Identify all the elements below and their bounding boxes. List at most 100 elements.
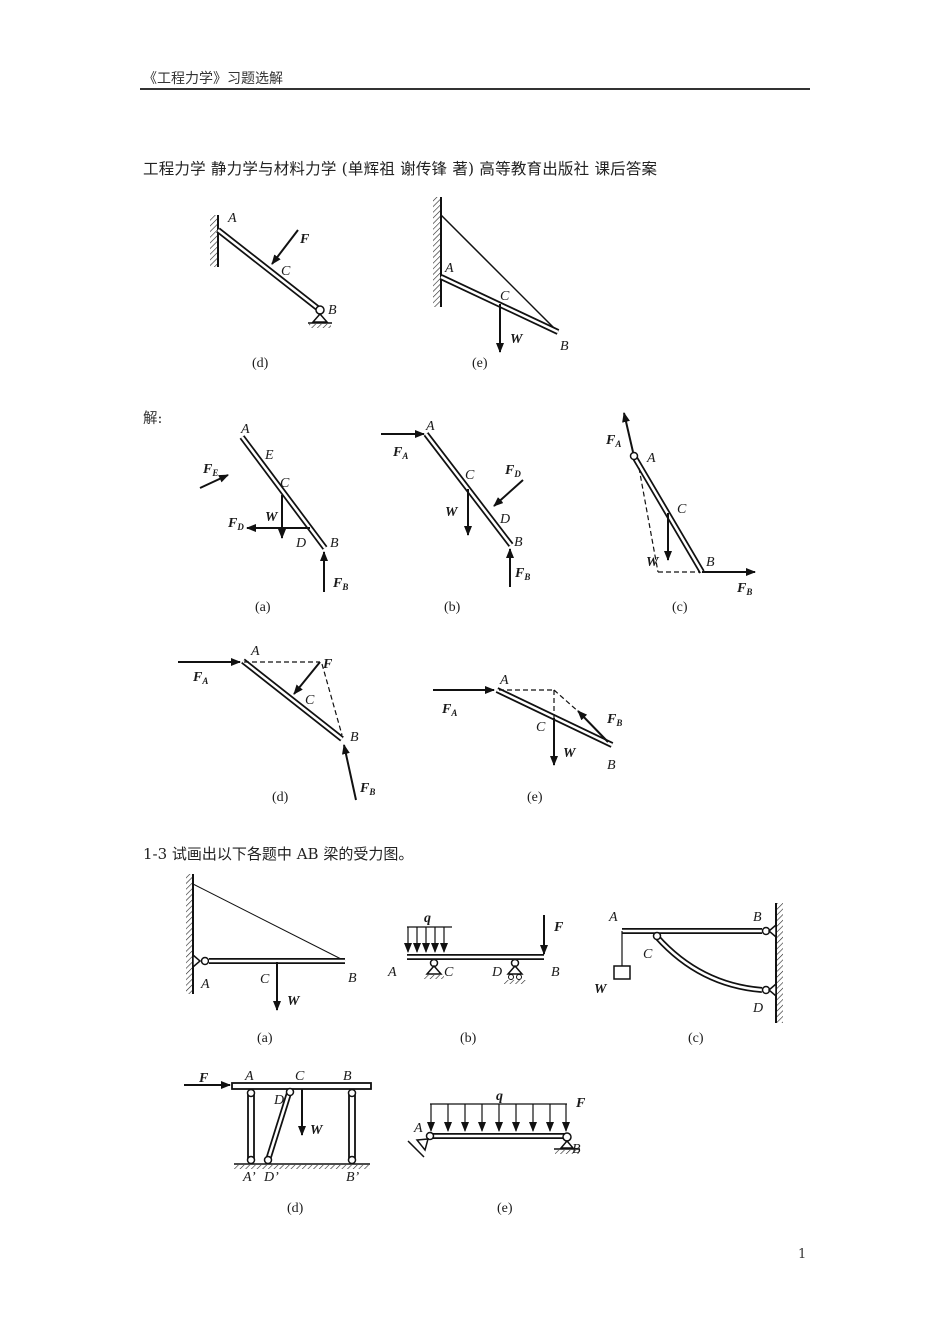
top-figure-d: A F C B (d)	[210, 211, 337, 371]
svg-text:FA: FA	[441, 702, 457, 718]
svg-text:FA: FA	[605, 433, 621, 449]
svg-text:q: q	[424, 911, 431, 926]
svg-text:A: A	[240, 422, 250, 437]
svg-text:A: A	[387, 965, 397, 980]
svg-text:B: B	[330, 536, 339, 551]
svg-text:(a): (a)	[257, 1031, 273, 1046]
svg-text:W: W	[646, 555, 660, 570]
solution-figure-d: A F FA C B FB (d)	[178, 644, 375, 805]
running-header: 《工程力学》习题选解	[143, 71, 283, 87]
svg-text:D: D	[491, 965, 502, 980]
svg-text:F: F	[198, 1071, 209, 1086]
svg-text:B: B	[328, 303, 337, 318]
svg-text:B: B	[753, 910, 762, 925]
svg-text:A’: A’	[242, 1170, 256, 1185]
svg-text:(c): (c)	[672, 600, 688, 615]
svg-text:F: F	[553, 920, 564, 935]
solution-figure-e: A FA C FB W B (e)	[433, 673, 622, 805]
svg-text:FA: FA	[392, 445, 408, 461]
svg-text:W: W	[445, 505, 459, 520]
solution-label: 解:	[143, 411, 163, 427]
svg-text:FD: FD	[227, 516, 244, 532]
svg-text:C: C	[465, 468, 475, 483]
svg-text:FB: FB	[514, 566, 530, 582]
svg-text:(b): (b)	[444, 600, 461, 615]
svg-text:(d): (d)	[252, 356, 269, 371]
header-divider	[140, 88, 810, 90]
svg-text:B: B	[706, 555, 715, 570]
svg-text:B: B	[348, 971, 357, 986]
svg-text:C: C	[444, 965, 454, 980]
svg-text:B: B	[560, 339, 569, 354]
svg-text:C: C	[295, 1069, 305, 1084]
svg-text:A: A	[250, 644, 260, 659]
svg-text:q: q	[496, 1089, 503, 1104]
problem-figure-b: q F A C D B (b)	[387, 911, 564, 1046]
svg-text:FB: FB	[359, 781, 375, 797]
svg-text:W: W	[265, 510, 279, 525]
svg-text:W: W	[594, 982, 608, 997]
document-title: 工程力学 静力学与材料力学 (单辉祖 谢传锋 著) 高等教育出版社 课后答案	[143, 160, 658, 178]
svg-text:C: C	[305, 693, 315, 708]
svg-text:C: C	[281, 264, 291, 279]
svg-text:D: D	[752, 1001, 763, 1016]
svg-text:B: B	[350, 730, 359, 745]
svg-text:C: C	[536, 720, 546, 735]
svg-text:C: C	[260, 972, 270, 987]
svg-text:C: C	[280, 476, 290, 491]
solution-figure-c: FA A C W B FB (c)	[605, 412, 756, 615]
solution-figure-a: A E C FE W FD D B FB (a)	[199, 422, 348, 615]
svg-text:FB: FB	[332, 576, 348, 592]
svg-text:A: A	[227, 211, 237, 226]
problem-1-3-heading: 1-3 试画出以下各题中 AB 梁的受力图。	[143, 845, 414, 863]
svg-text:W: W	[510, 332, 524, 347]
svg-text:(d): (d)	[272, 790, 289, 805]
svg-text:FB: FB	[606, 712, 622, 728]
solution-figure-b: A FA C FD W D B FB (b)	[381, 419, 530, 615]
problem-figure-c: A B C W D (c)	[594, 903, 783, 1046]
svg-text:A: A	[200, 977, 210, 992]
svg-text:C: C	[677, 502, 687, 517]
svg-text:D: D	[499, 512, 510, 527]
problem-figure-a: A C W B (a)	[186, 874, 357, 1046]
problem-figure-d: F A C B D W A’ D’ B’ (d)	[184, 1069, 372, 1216]
svg-text:B: B	[607, 758, 616, 773]
svg-text:B: B	[343, 1069, 352, 1084]
svg-text:B’: B’	[346, 1170, 360, 1185]
svg-text:D: D	[295, 536, 306, 551]
svg-text:(c): (c)	[688, 1031, 704, 1046]
svg-text:(a): (a)	[255, 600, 271, 615]
svg-text:FA: FA	[192, 670, 208, 686]
svg-text:E: E	[264, 448, 274, 463]
svg-text:(e): (e)	[472, 356, 488, 371]
svg-text:C: C	[500, 289, 510, 304]
svg-text:(e): (e)	[527, 790, 543, 805]
svg-text:A: A	[413, 1121, 423, 1136]
svg-text:C: C	[643, 947, 653, 962]
svg-text:A: A	[444, 261, 454, 276]
svg-text:B: B	[551, 965, 560, 980]
svg-text:(d): (d)	[287, 1201, 304, 1216]
svg-text:D: D	[273, 1093, 284, 1108]
svg-text:A: A	[608, 910, 618, 925]
svg-text:(e): (e)	[497, 1201, 513, 1216]
svg-text:(b): (b)	[460, 1031, 477, 1046]
svg-text:F: F	[575, 1096, 586, 1111]
page-number: 1	[798, 1247, 807, 1262]
problem-figure-e: q F A B (e)	[407, 1089, 586, 1216]
svg-text:FE: FE	[202, 462, 218, 478]
svg-text:W: W	[287, 994, 301, 1009]
svg-text:W: W	[563, 746, 577, 761]
svg-text:FD: FD	[504, 463, 521, 479]
svg-text:D’: D’	[263, 1170, 279, 1185]
svg-text:B: B	[514, 535, 523, 550]
svg-text:F: F	[322, 657, 333, 672]
svg-text:A: A	[244, 1069, 254, 1084]
svg-text:A: A	[499, 673, 509, 688]
svg-text:B: B	[572, 1142, 581, 1157]
svg-text:A: A	[425, 419, 435, 434]
top-figure-e: A C W B (e)	[433, 197, 569, 371]
svg-text:F: F	[299, 232, 310, 247]
svg-text:A: A	[646, 451, 656, 466]
